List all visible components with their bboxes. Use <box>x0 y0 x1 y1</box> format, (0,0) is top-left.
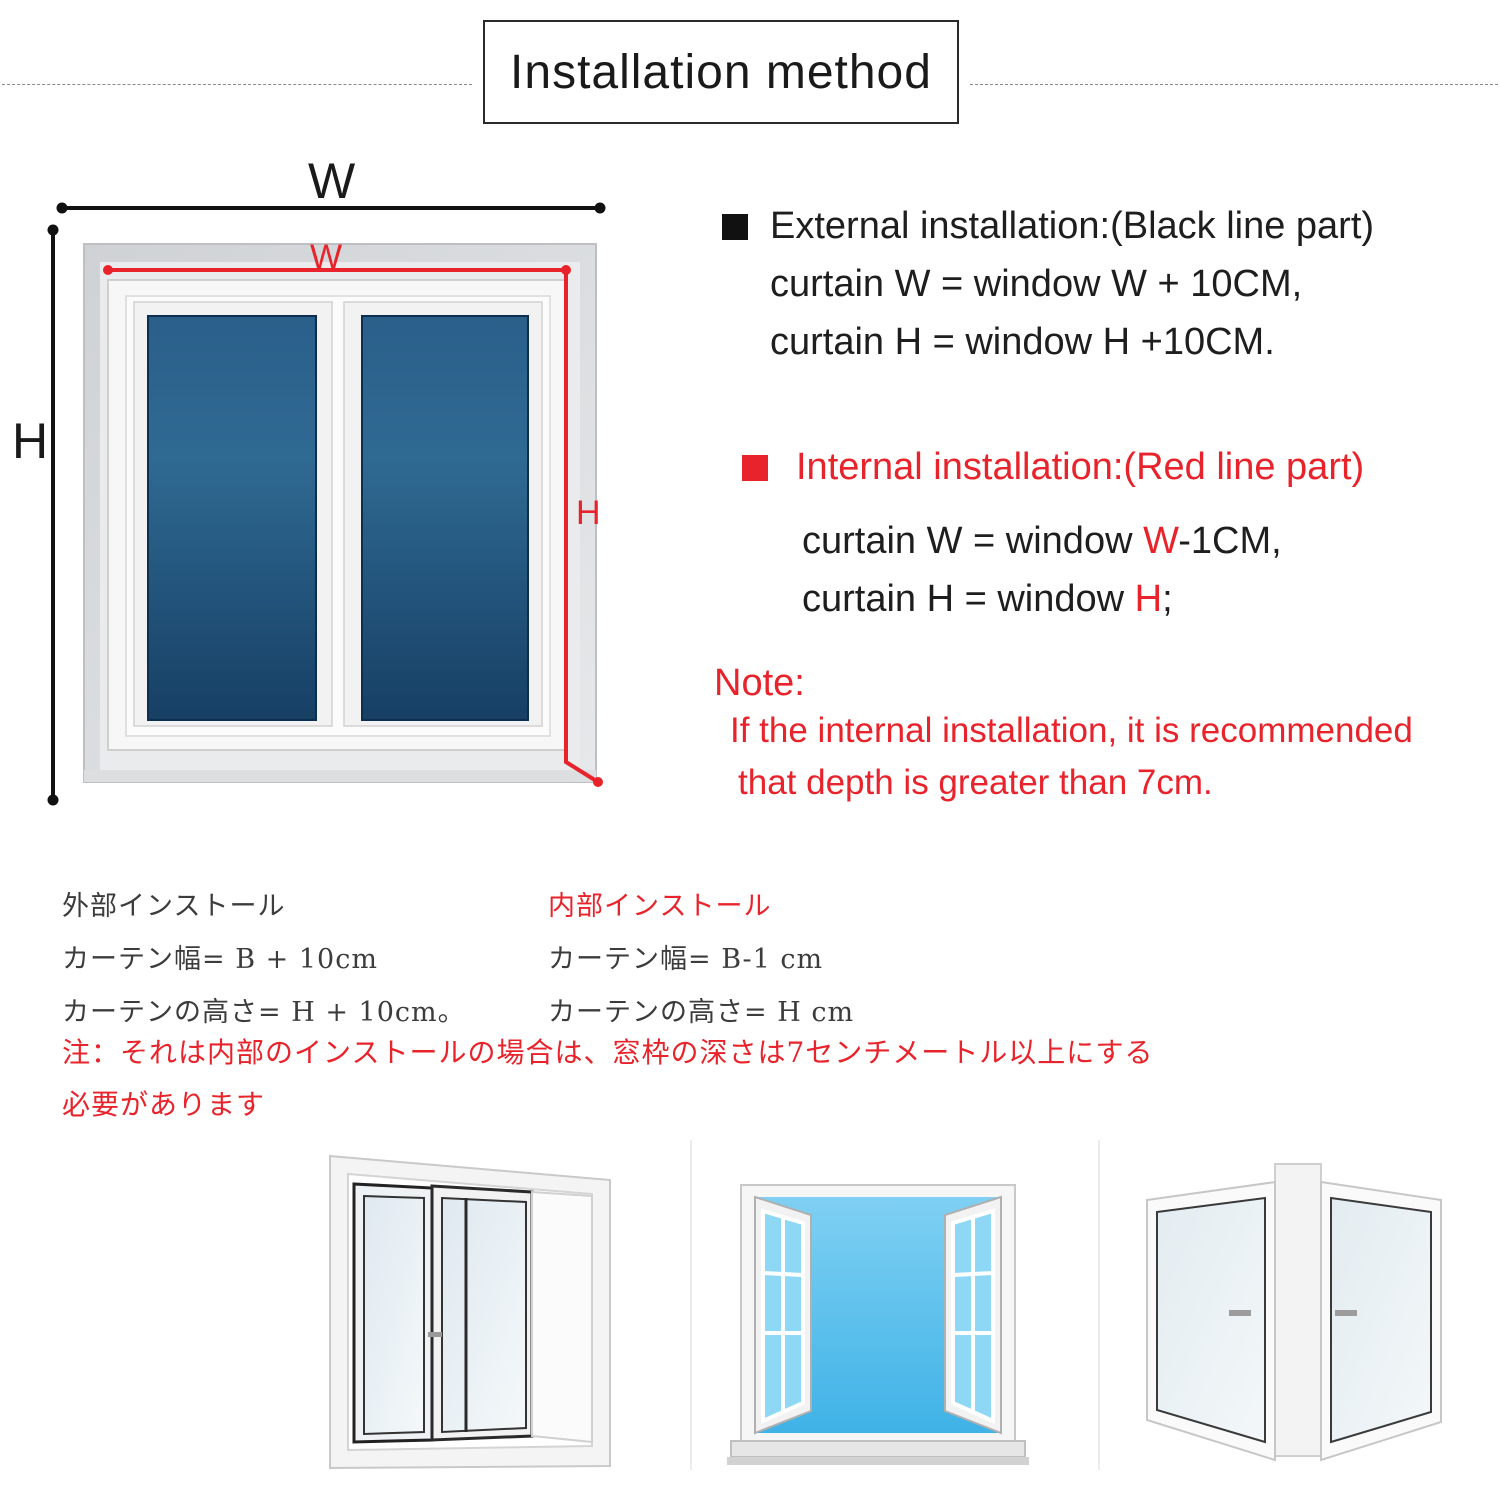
page-title-text: Installation method <box>510 45 932 99</box>
inner-height-label: H <box>576 494 601 532</box>
internal-height-highlight: H <box>1134 578 1163 620</box>
jp-note-line-2: 必要があります <box>62 1088 266 1121</box>
note-line-1: If the internal installation, it is reco… <box>730 711 1413 750</box>
external-height-formula: curtain H = window H +10CM. <box>770 321 1275 363</box>
internal-height-prefix: curtain H = window <box>802 578 1135 620</box>
window-measurement-diagram <box>47 202 606 806</box>
casement-window-icon <box>1146 1163 1442 1462</box>
external-heading: External installation:(Black line part) <box>770 205 1375 247</box>
outer-height-label: H <box>12 413 49 469</box>
inner-dimension-line <box>108 268 600 784</box>
jp-external-title: 外部インストール <box>62 891 286 922</box>
internal-heading: Internal installation:(Red line part) <box>796 446 1365 488</box>
jp-note-line-1: 注：それは内部のインストールの場合は、窓枠の深さは7センチメートル以上にする <box>62 1036 1154 1069</box>
left-glass-pane <box>147 315 317 721</box>
sliding-window-icon <box>329 1154 611 1470</box>
note-heading: Note: <box>714 662 805 704</box>
red-bullet-icon <box>742 455 768 481</box>
outer-width-label: W <box>308 153 356 209</box>
jp-external-width: カーテン幅= B + 10cm <box>62 944 378 975</box>
jp-internal-width: カーテン幅= B-1 cm <box>548 944 824 975</box>
internal-width-highlight: W <box>1143 520 1179 562</box>
black-bullet-icon <box>722 214 748 240</box>
right-glass-pane <box>361 315 529 721</box>
internal-width-prefix: curtain W = window <box>802 520 1144 562</box>
internal-width-formula: curtain W = window W-1CM, <box>802 522 1282 560</box>
external-width-formula: curtain W = window W + 10CM, <box>770 263 1303 305</box>
title-divider-left <box>2 84 472 85</box>
jp-internal-height: カーテンの高さ= H cm <box>548 997 855 1028</box>
internal-width-suffix: -1CM, <box>1178 520 1282 562</box>
window-type-divider-1 <box>690 1140 692 1470</box>
inner-width-label: W <box>310 238 343 276</box>
window-type-divider-2 <box>1098 1140 1100 1470</box>
open-window-icon <box>727 1184 1029 1465</box>
internal-height-formula: curtain H = window H; <box>802 580 1173 618</box>
jp-external-height: カーテンの高さ= H + 10cm。 <box>62 997 466 1028</box>
page-title: Installation method <box>483 20 959 124</box>
jp-internal-title: 内部インストール <box>548 891 772 922</box>
internal-height-suffix: ; <box>1162 578 1173 620</box>
title-divider-right <box>970 84 1498 85</box>
note-line-2: that depth is greater than 7cm. <box>738 763 1213 802</box>
